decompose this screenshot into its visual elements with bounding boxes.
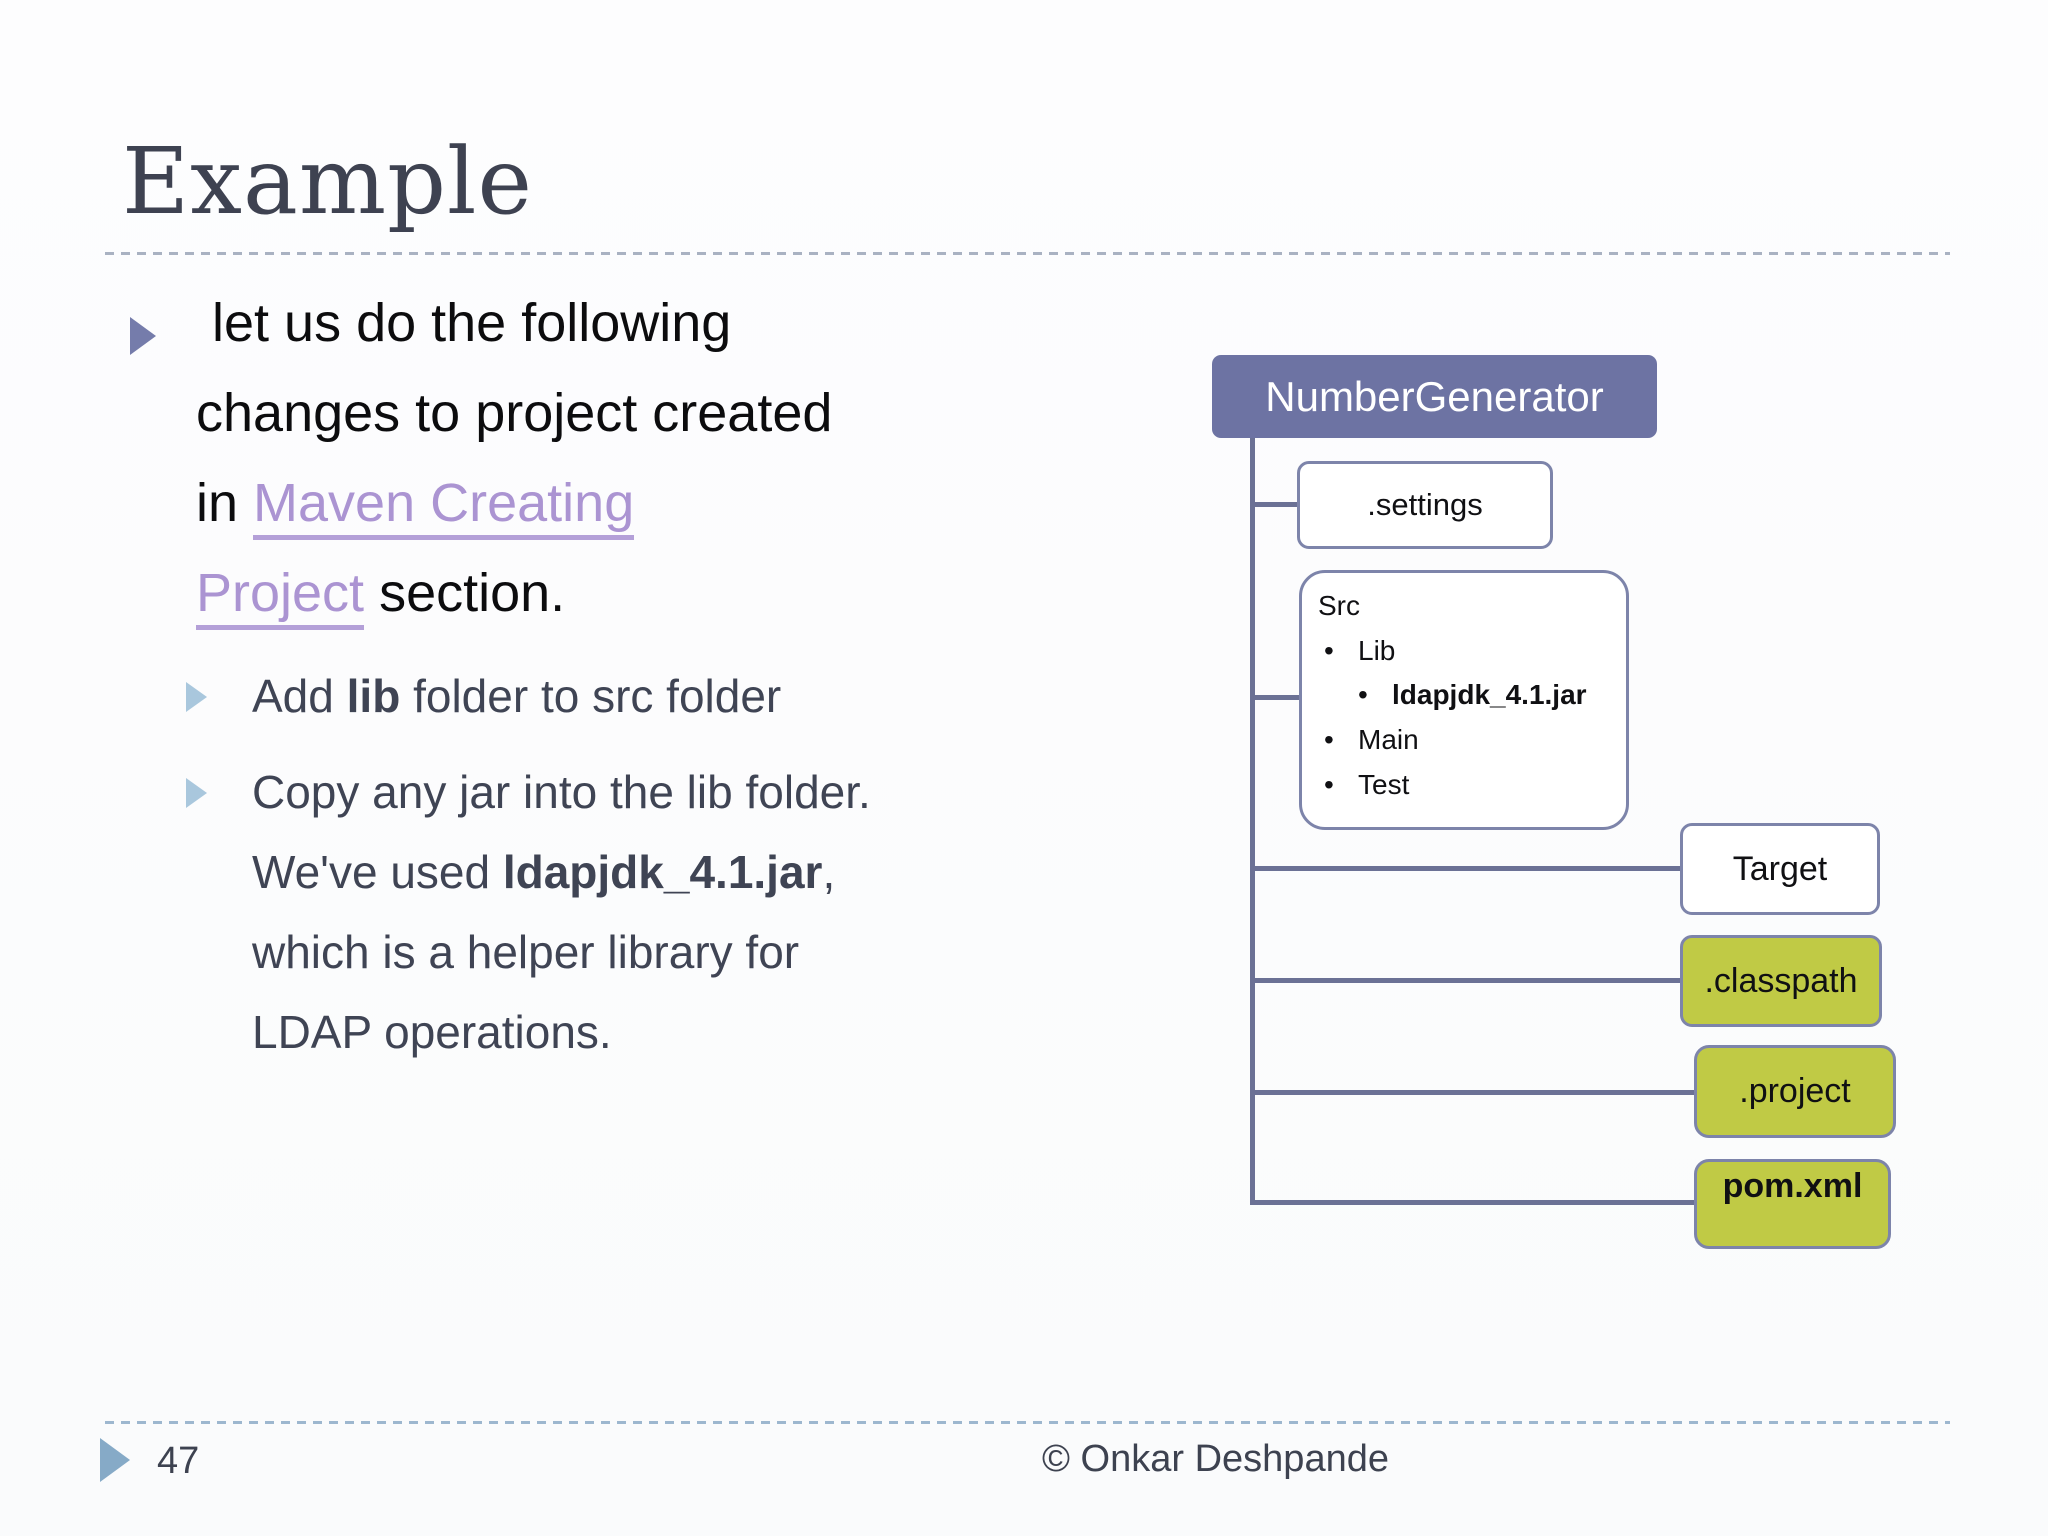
connector-line-classpath: [1253, 978, 1683, 983]
text-run: folder to src folder: [400, 670, 782, 722]
node-src: Src • Lib • ldapjdk_4.1.jar • Main • Test: [1299, 570, 1629, 830]
node-numbergenerator: NumberGenerator: [1212, 355, 1657, 438]
tree-trunk-line: [1250, 437, 1255, 1205]
bullet-line: changes to project created: [196, 383, 833, 443]
page-number: 47: [157, 1440, 200, 1482]
src-item-label: Main: [1358, 724, 1419, 755]
bullet-line: let us do the following: [212, 293, 732, 353]
bullet-dot: •: [1324, 635, 1334, 666]
text-run: which is a helper library for: [252, 926, 800, 978]
node-label: .classpath: [1704, 961, 1858, 1000]
bullet-line: section.: [364, 563, 566, 623]
text-run: ,: [822, 846, 836, 898]
src-item-main: • Main: [1318, 717, 1626, 762]
connector-line-settings: [1253, 502, 1300, 507]
connector-line-src: [1253, 695, 1302, 700]
text-run-bold: ldapjdk_4.1.jar: [502, 846, 823, 898]
sub-bullet-2: Copy any jar into the lib folder. We've …: [252, 752, 1232, 1072]
sub-bullet-1: Add lib folder to src folder: [252, 656, 1232, 736]
text-run: We've used: [252, 846, 503, 898]
footer-arrow-icon: [100, 1438, 130, 1482]
bullet-dot: •: [1324, 724, 1334, 755]
node-settings: .settings: [1297, 461, 1553, 549]
sub-bullet-arrow-icon: [186, 682, 207, 712]
src-title: Src: [1318, 590, 1360, 621]
footer-divider: [105, 1421, 1950, 1424]
copyright-text: © Onkar Deshpande: [1042, 1438, 1389, 1480]
bullet-dot: •: [1358, 679, 1368, 710]
src-item-label: Lib: [1358, 635, 1396, 666]
node-label: Target: [1732, 849, 1828, 888]
text-run: Copy any jar into the lib folder.: [252, 766, 871, 818]
bullet-line: in: [196, 473, 254, 533]
text-run: Add: [252, 670, 347, 722]
node-pomxml: pom.xml: [1694, 1159, 1891, 1249]
node-target: Target: [1680, 823, 1880, 915]
main-bullet-text: let us do the following changes to proje…: [196, 278, 1156, 638]
node-classpath: .classpath: [1680, 935, 1882, 1027]
connector-line-target: [1253, 866, 1683, 871]
node-label: .project: [1739, 1072, 1851, 1110]
maven-creating-project-link[interactable]: Project: [196, 563, 365, 630]
slide-title: Example: [122, 128, 533, 235]
bullet-dot: •: [1324, 769, 1334, 800]
connector-line-project: [1253, 1090, 1697, 1095]
node-label: NumberGenerator: [1265, 372, 1604, 420]
bullet-arrow-icon: [130, 317, 156, 355]
connector-line-pomxml: [1253, 1200, 1697, 1205]
sub-bullet-arrow-icon: [186, 778, 207, 808]
node-label: pom.xml: [1722, 1167, 1863, 1205]
maven-creating-project-link[interactable]: Maven Creating: [253, 473, 635, 540]
text-run: LDAP operations.: [252, 1006, 612, 1058]
node-label: .settings: [1367, 487, 1483, 522]
node-project: .project: [1694, 1045, 1896, 1138]
src-item-label: Test: [1358, 769, 1410, 800]
text-run-bold: lib: [346, 670, 401, 722]
title-divider: [105, 252, 1950, 255]
src-item-lib: • Lib: [1318, 628, 1626, 673]
src-item-label: ldapjdk_4.1.jar: [1392, 679, 1587, 710]
src-item-ldapjdk-jar: • ldapjdk_4.1.jar: [1318, 673, 1626, 717]
src-item-test: • Test: [1318, 762, 1626, 807]
